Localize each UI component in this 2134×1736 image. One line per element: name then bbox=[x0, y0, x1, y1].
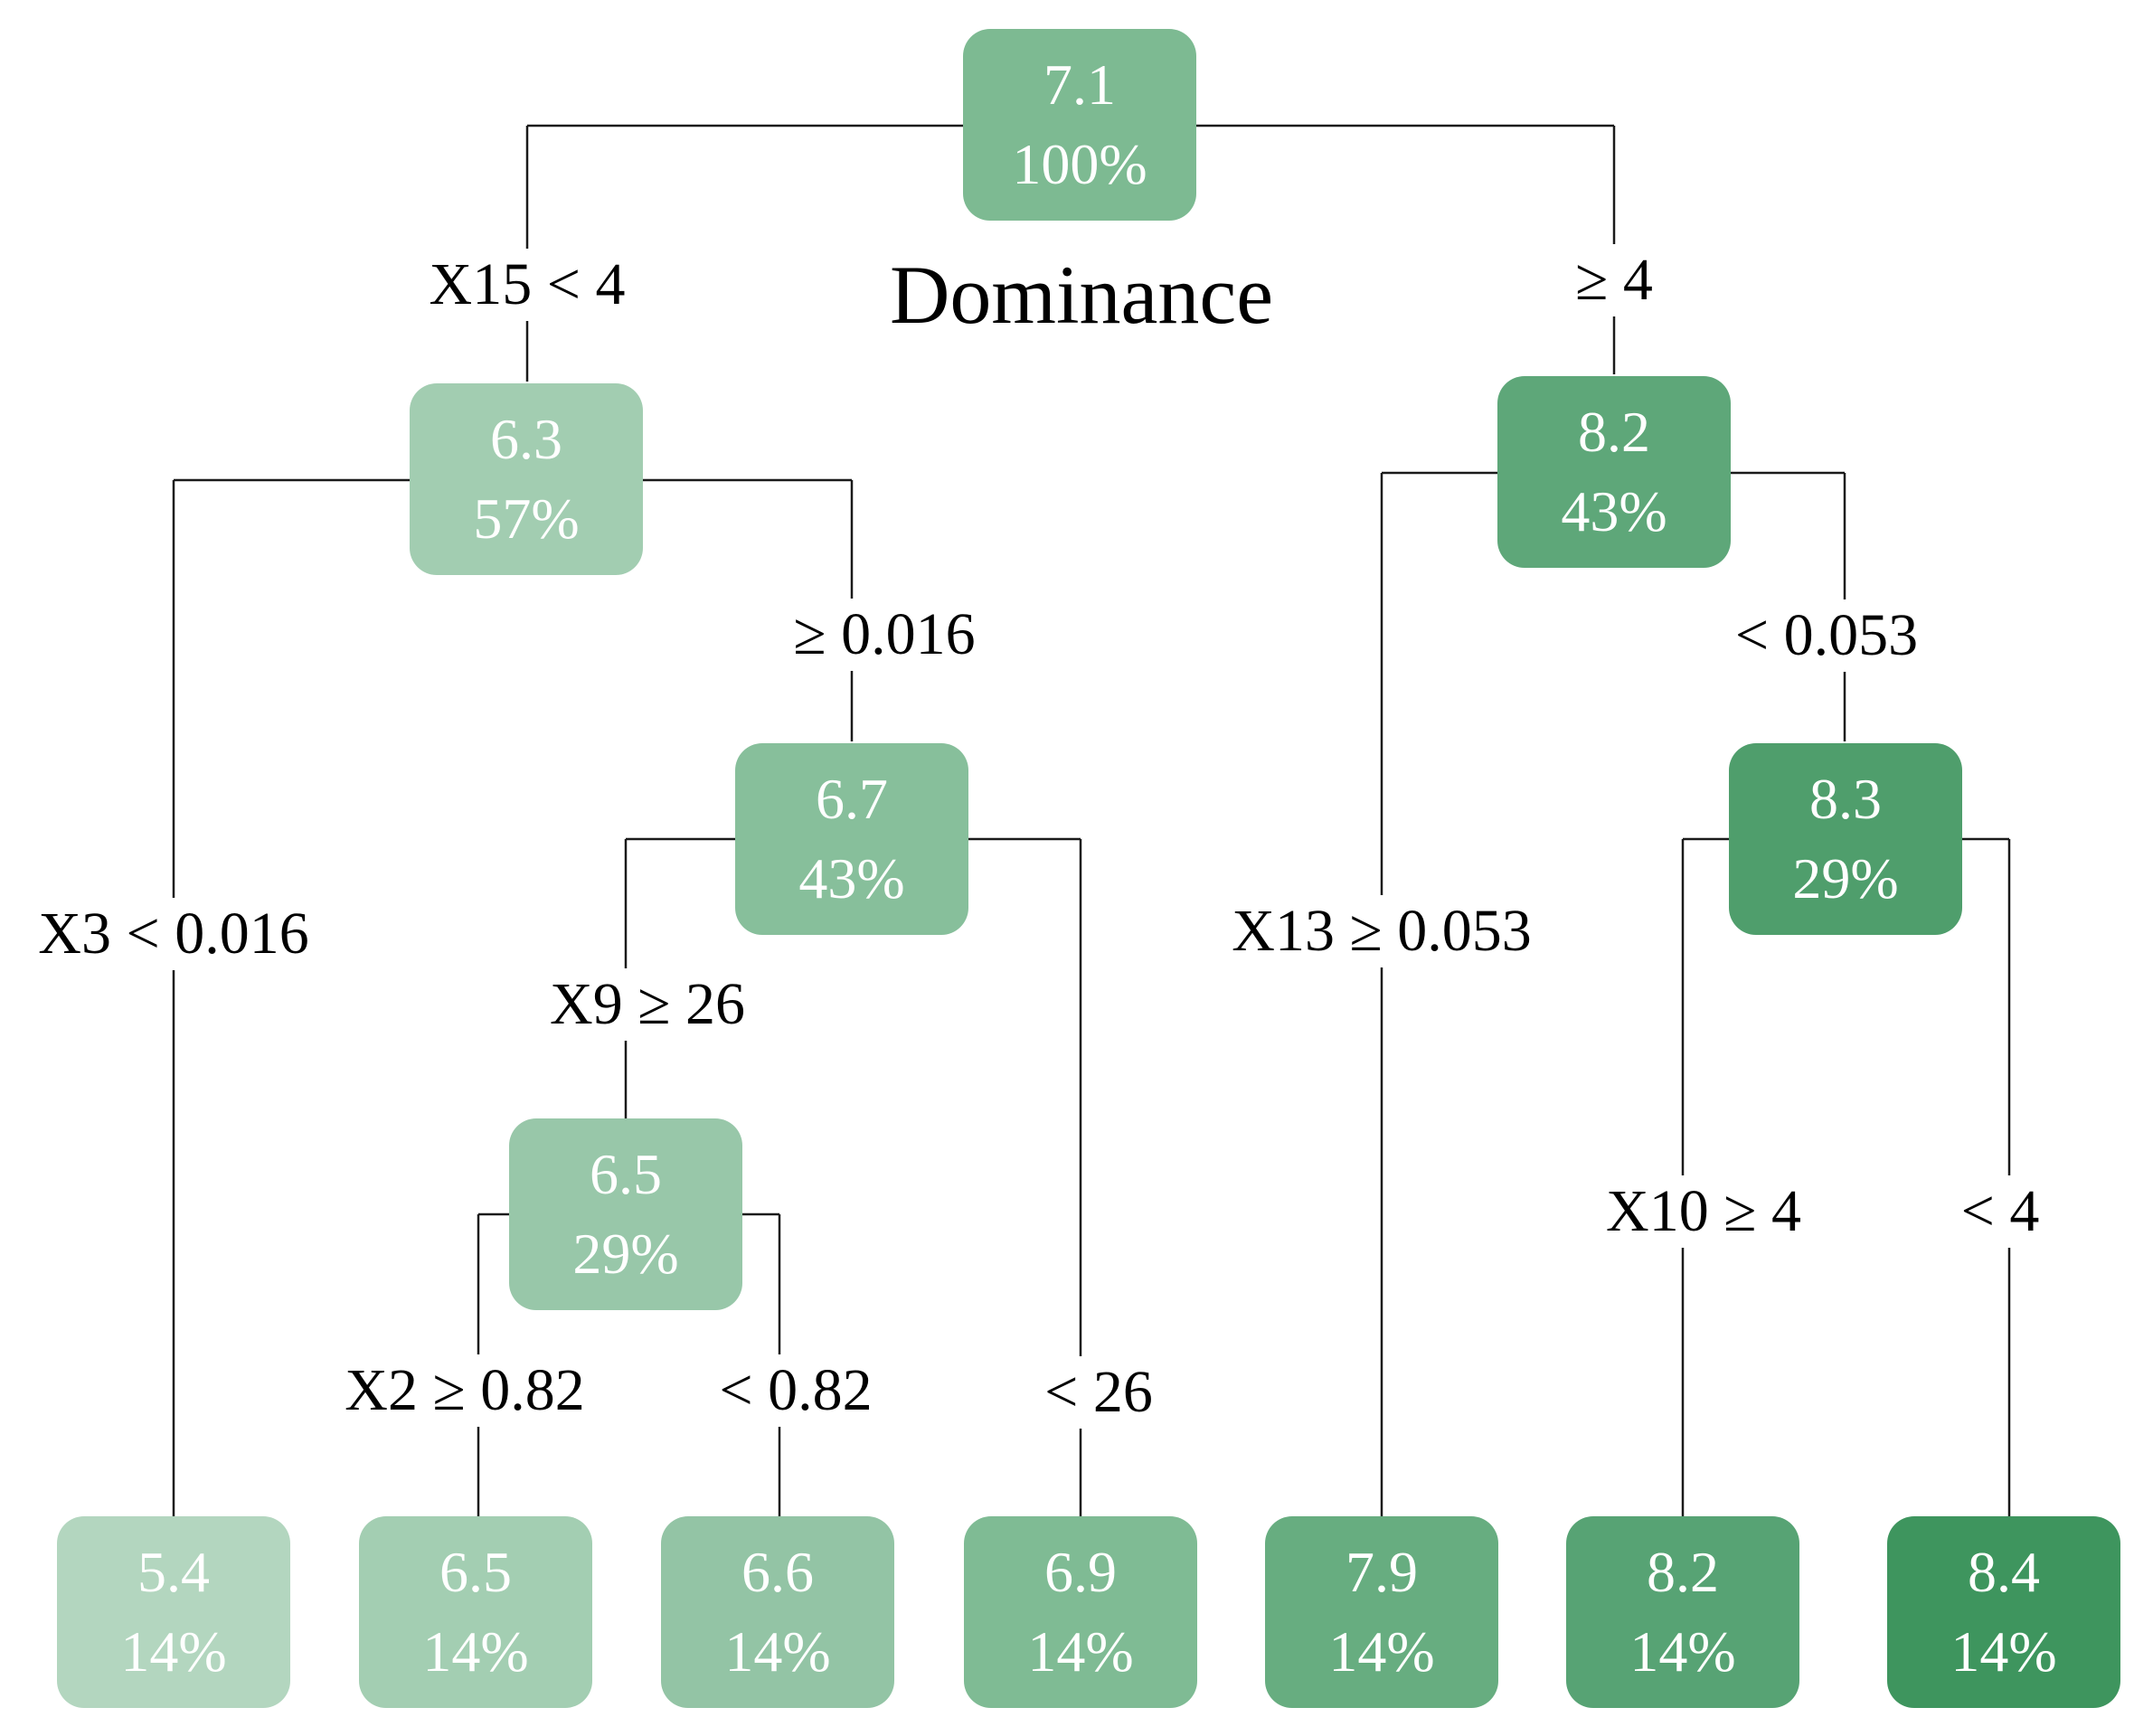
leaf-value: 8.4 bbox=[1968, 1540, 2040, 1604]
leaf-percent: 14% bbox=[1027, 1619, 1134, 1684]
node-value: 6.7 bbox=[816, 767, 888, 831]
node-value: 6.3 bbox=[490, 407, 562, 471]
split-label-n1-left: X3 < 0.016 bbox=[33, 898, 315, 970]
node-value: 8.2 bbox=[1578, 400, 1650, 464]
leaf-value: 5.4 bbox=[137, 1540, 210, 1604]
split-label-n2-right: < 0.053 bbox=[1729, 599, 1924, 672]
split-label-root-right: ≥ 4 bbox=[1570, 244, 1658, 316]
leaf-value: 6.9 bbox=[1044, 1540, 1117, 1604]
split-label-n5-left: X2 ≥ 0.82 bbox=[339, 1354, 590, 1427]
node-percent: 57% bbox=[473, 486, 580, 551]
leaf-percent: 14% bbox=[724, 1619, 831, 1684]
tree-leaf-1: 5.4 14% bbox=[57, 1516, 290, 1708]
tree-leaf-2: 6.5 14% bbox=[359, 1516, 592, 1708]
leaf-percent: 14% bbox=[1950, 1619, 2057, 1684]
tree-leaf-5: 7.9 14% bbox=[1265, 1516, 1498, 1708]
leaf-percent: 14% bbox=[422, 1619, 529, 1684]
leaf-percent: 14% bbox=[1328, 1619, 1435, 1684]
tree-leaf-4: 6.9 14% bbox=[964, 1516, 1197, 1708]
tree-node-n2: 8.2 43% bbox=[1497, 376, 1731, 568]
split-label-n4-right: < 4 bbox=[1955, 1175, 2045, 1248]
tree-leaf-3: 6.6 14% bbox=[661, 1516, 894, 1708]
split-label-n5-right: < 0.82 bbox=[713, 1354, 878, 1427]
node-percent: 43% bbox=[798, 846, 905, 910]
leaf-percent: 14% bbox=[120, 1619, 227, 1684]
tree-node-root: 7.1 100% bbox=[963, 29, 1196, 221]
leaf-value: 7.9 bbox=[1346, 1540, 1418, 1604]
tree-node-n3: 6.7 43% bbox=[735, 743, 968, 935]
split-label-n1-right: ≥ 0.016 bbox=[788, 599, 981, 671]
split-label-n3-left: X9 ≥ 26 bbox=[544, 968, 751, 1041]
split-label-n4-left: X10 ≥ 4 bbox=[1600, 1175, 1807, 1248]
node-value: 6.5 bbox=[590, 1142, 662, 1206]
tree-leaf-7: 8.4 14% bbox=[1887, 1516, 2120, 1708]
split-label-n2-left: X13 ≥ 0.053 bbox=[1226, 895, 1537, 967]
node-percent: 43% bbox=[1561, 479, 1667, 543]
node-value: 8.3 bbox=[1809, 767, 1882, 831]
leaf-percent: 14% bbox=[1629, 1619, 1736, 1684]
tree-node-n4: 8.3 29% bbox=[1729, 743, 1962, 935]
leaf-value: 8.2 bbox=[1647, 1540, 1719, 1604]
node-percent: 29% bbox=[1792, 846, 1899, 910]
leaf-value: 6.5 bbox=[439, 1540, 512, 1604]
split-label-n3-right: < 26 bbox=[1039, 1356, 1158, 1429]
node-percent: 29% bbox=[572, 1222, 679, 1286]
leaf-value: 6.6 bbox=[741, 1540, 814, 1604]
tree-node-n1: 6.3 57% bbox=[410, 383, 643, 575]
tree-node-n5: 6.5 29% bbox=[509, 1118, 742, 1310]
node-value: 7.1 bbox=[1043, 52, 1116, 117]
node-percent: 100% bbox=[1012, 132, 1147, 196]
split-label-root-left: X15 < 4 bbox=[423, 249, 631, 321]
diagram-title: Dominance bbox=[889, 249, 1274, 341]
tree-leaf-6: 8.2 14% bbox=[1566, 1516, 1799, 1708]
